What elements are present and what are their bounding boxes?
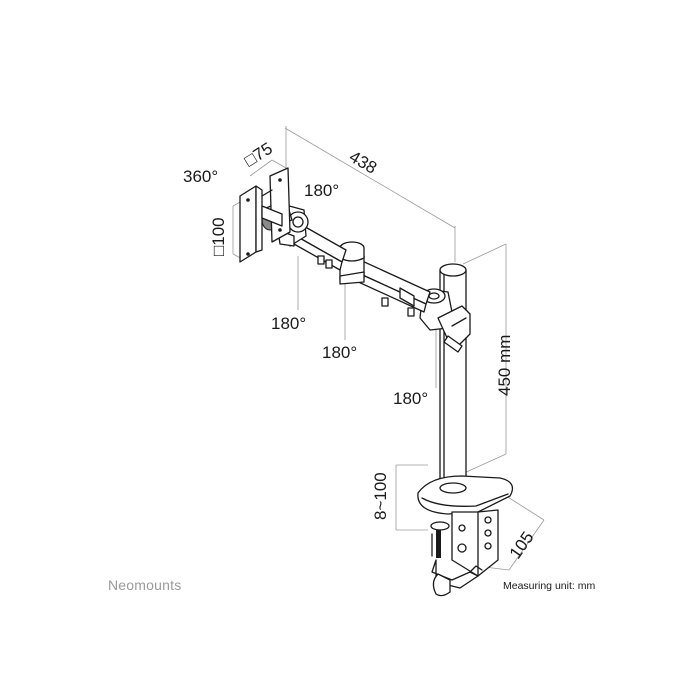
arm-length-label: 438	[346, 147, 380, 178]
desk-clamp	[417, 475, 514, 597]
rotation-360-label: 360°	[183, 167, 218, 186]
vesa-75-label: □75	[241, 139, 276, 171]
clamp-range-label: 8~100	[371, 472, 390, 520]
swivel-180-pole-label: 180°	[393, 389, 428, 408]
clamp-depth-label: 105	[506, 528, 538, 562]
measuring-unit-note: Measuring unit: mm	[503, 580, 596, 592]
dimension-lines	[232, 126, 545, 571]
brand-logo-text: Neomounts	[108, 577, 182, 593]
tilt-180-label: 180°	[304, 181, 339, 200]
vesa-100-label: □100	[209, 217, 228, 256]
swivel-180-left-label: 180°	[271, 314, 306, 333]
swivel-180-mid-label: 180°	[322, 343, 357, 362]
pole-height-label: 450 mm	[495, 335, 514, 396]
vesa-plate	[239, 167, 291, 263]
arm-segment-right	[353, 259, 431, 317]
